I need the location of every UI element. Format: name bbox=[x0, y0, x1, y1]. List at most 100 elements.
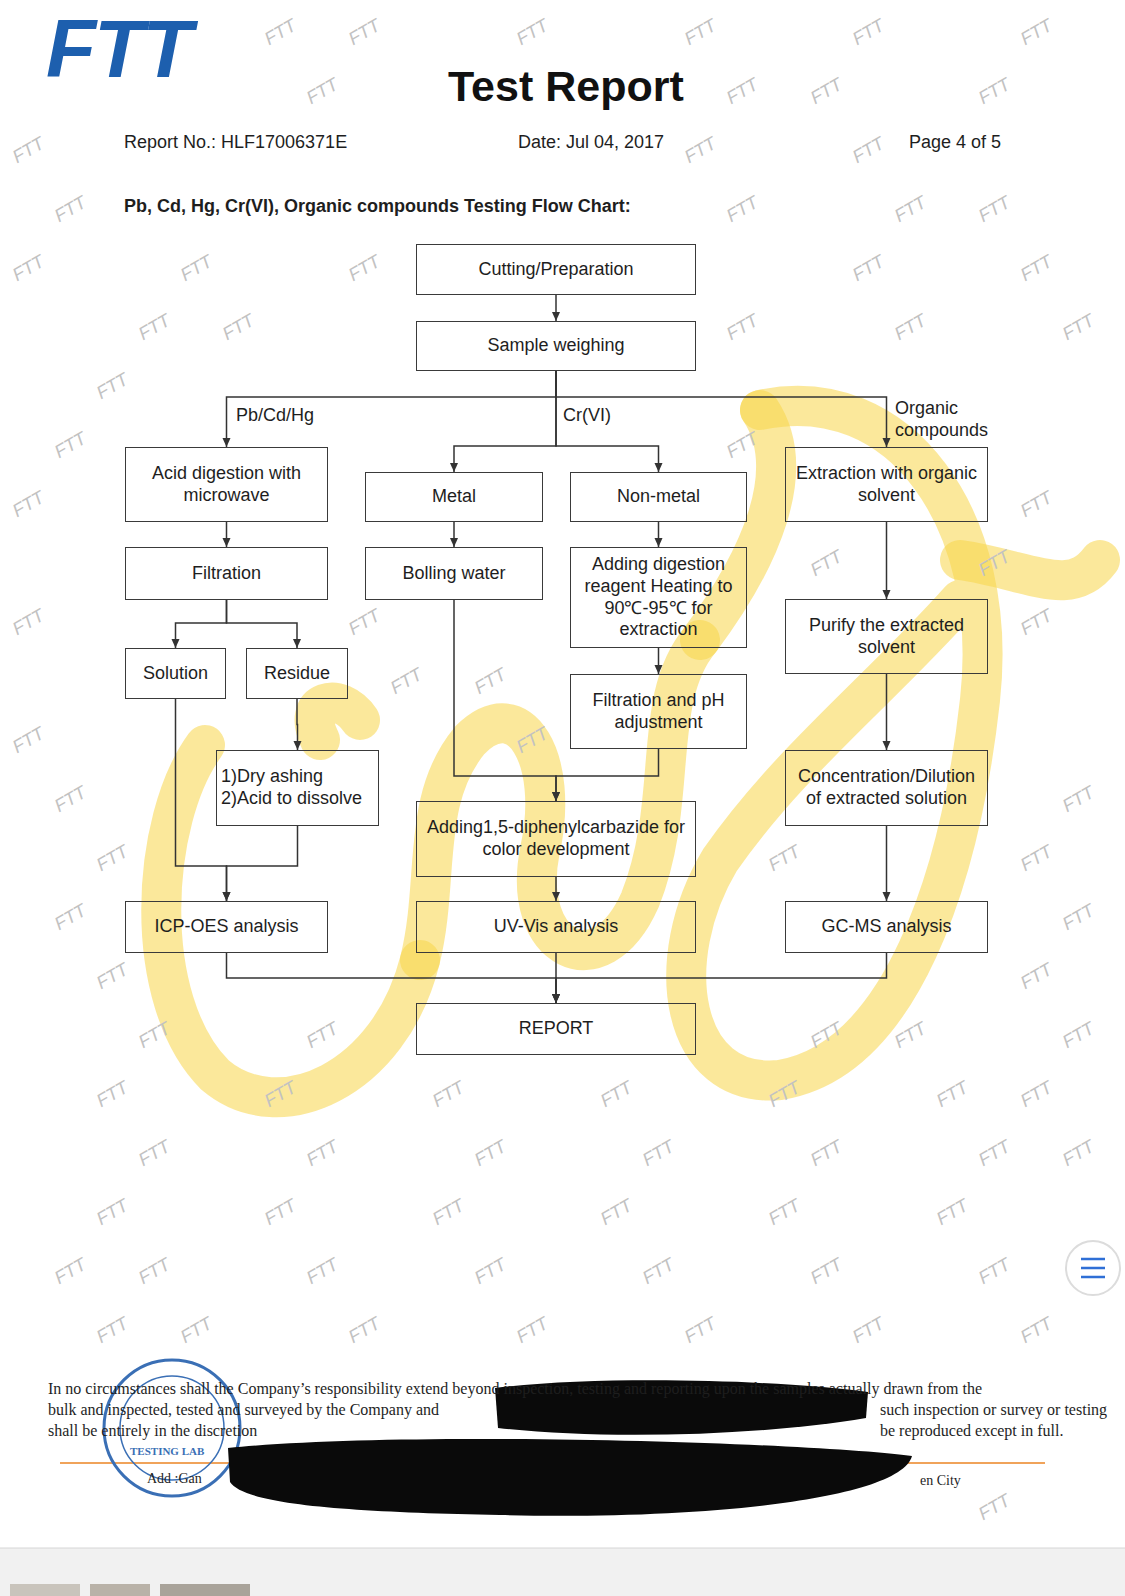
box-text: UV-Vis analysis bbox=[494, 916, 619, 938]
watermark: FTT bbox=[849, 1313, 888, 1348]
stamp-text: TESTING LAB bbox=[130, 1445, 204, 1457]
watermark: FTT bbox=[513, 15, 552, 50]
flow-arrow bbox=[454, 371, 556, 472]
watermark: FTT bbox=[681, 15, 720, 50]
watermark: FTT bbox=[639, 1136, 678, 1171]
watermark: FTT bbox=[93, 959, 132, 994]
flow-arrow bbox=[555, 295, 557, 321]
watermark: FTT bbox=[975, 192, 1014, 227]
box-text: 2)Acid to dissolve bbox=[221, 788, 362, 810]
watermark: FTT bbox=[891, 310, 930, 345]
watermark: FTT bbox=[807, 1254, 846, 1289]
watermark: FTT bbox=[681, 1313, 720, 1348]
watermark: FTT bbox=[975, 1136, 1014, 1171]
watermark: FTT bbox=[807, 74, 846, 109]
watermark: FTT bbox=[849, 251, 888, 286]
watermark: FTT bbox=[429, 1195, 468, 1230]
process-box: Purify the extracted solvent bbox=[785, 599, 988, 674]
process-box: UV-Vis analysis bbox=[416, 901, 696, 953]
watermark: FTT bbox=[93, 369, 132, 404]
branch-label: Organic compounds bbox=[895, 398, 1005, 442]
watermark: FTT bbox=[9, 133, 48, 168]
watermark: FTT bbox=[975, 74, 1014, 109]
watermark: FTT bbox=[471, 664, 510, 699]
watermark: FTT bbox=[723, 310, 762, 345]
watermark: FTT bbox=[1059, 1136, 1098, 1171]
watermark: FTT bbox=[1059, 1018, 1098, 1053]
watermark: FTT bbox=[345, 605, 384, 640]
watermark: FTT bbox=[429, 1077, 468, 1112]
watermark: FTT bbox=[1017, 487, 1056, 522]
box-text: ICP-OES analysis bbox=[154, 916, 298, 938]
watermark: FTT bbox=[345, 251, 384, 286]
watermark: FTT bbox=[51, 192, 90, 227]
watermark: FTT bbox=[345, 1313, 384, 1348]
box-text: Non-metal bbox=[617, 486, 700, 508]
flow-arrow bbox=[658, 522, 660, 547]
watermark: FTT bbox=[975, 1490, 1014, 1525]
watermark: FTT bbox=[303, 1254, 342, 1289]
page-number: Page 4 of 5 bbox=[909, 132, 1001, 153]
process-box: ICP-OES analysis bbox=[125, 901, 328, 953]
box-text: Adding digestion reagent Heating to 90℃-… bbox=[577, 554, 740, 642]
process-box: Residue bbox=[246, 648, 348, 699]
redaction bbox=[228, 1380, 912, 1515]
watermark: FTT bbox=[1017, 251, 1056, 286]
watermark: FTT bbox=[261, 15, 300, 50]
box-text: Acid digestion with microwave bbox=[132, 463, 321, 507]
process-box: Adding1,5-diphenylcarbazide for color de… bbox=[416, 801, 696, 877]
watermark: FTT bbox=[1059, 310, 1098, 345]
watermark: FTT bbox=[933, 1195, 972, 1230]
box-text: Filtration and pH adjustment bbox=[577, 690, 740, 734]
watermark: FTT bbox=[807, 1136, 846, 1171]
box-text: GC-MS analysis bbox=[821, 916, 951, 938]
watermark: FTT bbox=[303, 1136, 342, 1171]
box-text: 1)Dry ashing bbox=[221, 766, 323, 788]
watermark: FTT bbox=[1059, 900, 1098, 935]
watermark: FTT bbox=[849, 133, 888, 168]
watermark: FTT bbox=[765, 841, 804, 876]
flow-arrow bbox=[556, 953, 887, 1003]
bottom-bar bbox=[0, 1548, 1125, 1596]
watermark: FTT bbox=[765, 1195, 804, 1230]
watermark: FTT bbox=[513, 1313, 552, 1348]
process-box: GC-MS analysis bbox=[785, 901, 988, 953]
box-text: Filtration bbox=[192, 563, 261, 585]
flow-arrow bbox=[296, 699, 298, 750]
watermark: FTT bbox=[51, 782, 90, 817]
process-box: Extraction with organic solvent bbox=[785, 447, 988, 522]
flow-arrow bbox=[227, 953, 557, 1003]
process-box: Filtration bbox=[125, 547, 328, 600]
watermark: FTT bbox=[597, 1077, 636, 1112]
watermark: FTT bbox=[93, 1313, 132, 1348]
process-box: Sample weighing bbox=[416, 321, 696, 371]
watermark: FTT bbox=[597, 1195, 636, 1230]
process-box: Concentration/Dilution of extracted solu… bbox=[785, 750, 988, 826]
watermark: FTT bbox=[1017, 15, 1056, 50]
watermark: FTT bbox=[1017, 1313, 1056, 1348]
box-text: Concentration/Dilution of extracted solu… bbox=[792, 766, 981, 810]
logo: FTT bbox=[46, 2, 190, 96]
flow-arrow bbox=[227, 600, 298, 648]
process-box: Non-metal bbox=[570, 472, 747, 522]
footer-address: en City bbox=[920, 1473, 961, 1489]
branch-label: Pb/Cd/Hg bbox=[236, 405, 326, 427]
watermark: FTT bbox=[1017, 605, 1056, 640]
box-text: Solution bbox=[143, 663, 208, 685]
watermark: FTT bbox=[261, 1195, 300, 1230]
report-box: REPORT bbox=[416, 1003, 696, 1055]
watermark: FTT bbox=[807, 546, 846, 581]
watermark: FTT bbox=[177, 1313, 216, 1348]
footer-note: shall be entirely in the discretion bbox=[48, 1422, 257, 1440]
process-box: Filtration and pH adjustment bbox=[570, 674, 747, 749]
watermark: FTT bbox=[93, 841, 132, 876]
watermark: FTT bbox=[9, 605, 48, 640]
watermark: FTT bbox=[9, 251, 48, 286]
watermark: FTT bbox=[723, 192, 762, 227]
watermark: FTT bbox=[51, 428, 90, 463]
report-date: Date: Jul 04, 2017 bbox=[518, 132, 664, 153]
watermark: FTT bbox=[9, 723, 48, 758]
watermark: FTT bbox=[177, 251, 216, 286]
box-text: Sample weighing bbox=[487, 335, 624, 357]
process-box: Acid digestion with microwave bbox=[125, 447, 328, 522]
